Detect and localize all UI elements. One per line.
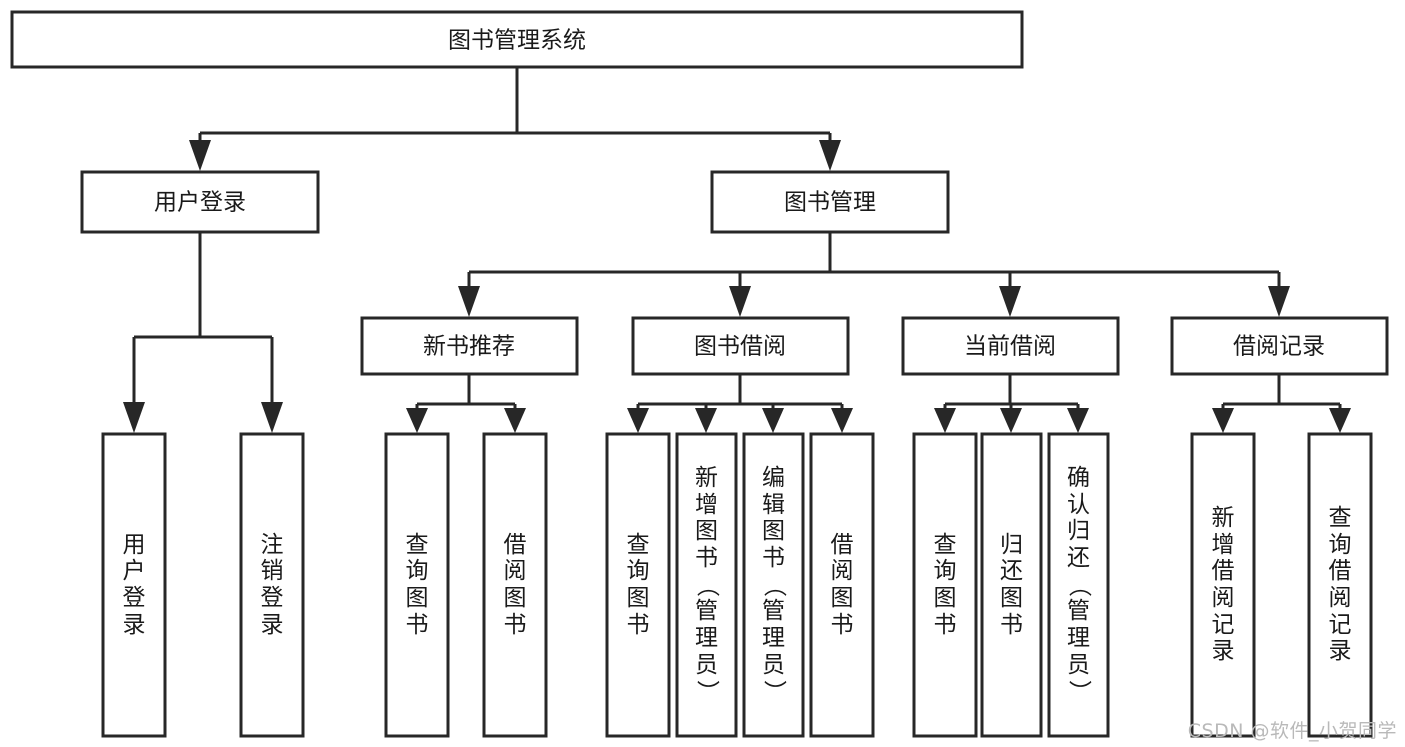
arrow-to-leaf-add-borrow-record <box>1212 408 1234 433</box>
leaf-logout-login-box[interactable] <box>239 432 305 738</box>
connector-borrow-records-to-leaves <box>1212 374 1351 433</box>
node-borrow-records[interactable]: 借阅记录 <box>1170 316 1389 376</box>
node-book-borrow[interactable]: 图书借阅 <box>631 316 850 376</box>
csdn-watermark: CSDN @软件_小贺同学 <box>1187 720 1397 742</box>
new-book-recommend-label: 新书推荐 <box>423 334 515 360</box>
arrow-to-leaf-query-book-recommend <box>406 408 428 433</box>
book-borrow-label: 图书借阅 <box>694 334 786 360</box>
book-management-label: 图书管理 <box>784 190 876 216</box>
node-book-management[interactable]: 图书管理 <box>710 170 950 234</box>
leaf-query-book-borrow-box[interactable] <box>605 432 671 738</box>
arrow-to-current-borrow <box>999 286 1021 317</box>
book-management-box <box>710 170 950 234</box>
current-borrow-label: 当前借阅 <box>964 334 1056 360</box>
arrow-to-new-book-recommend <box>458 286 480 317</box>
arrow-to-leaf-return-book <box>1000 408 1022 433</box>
arrow-to-borrow-records <box>1268 286 1290 317</box>
arrow-to-leaf-edit-book-admin <box>762 408 784 433</box>
arrow-to-leaf-user-login <box>123 402 145 433</box>
node-new-book-recommend[interactable]: 新书推荐 <box>360 316 579 376</box>
connector-root-to-level2 <box>189 67 841 171</box>
borrow-records-label: 借阅记录 <box>1233 334 1325 360</box>
leaf-borrow-book-box[interactable] <box>809 432 875 738</box>
leaf-query-book-recommend-box[interactable] <box>384 432 450 738</box>
leaf-user-login-box[interactable] <box>101 432 167 738</box>
connector-current-borrow-to-leaves <box>934 374 1089 433</box>
leaf-query-book-current-box[interactable] <box>912 432 978 738</box>
leaf-add-borrow-record-box[interactable] <box>1190 432 1256 738</box>
leaf-query-borrow-record-box[interactable] <box>1307 432 1373 738</box>
node-root[interactable]: 图书管理系统 <box>10 10 1024 69</box>
borrow-records-box <box>1170 316 1389 376</box>
user-login-label: 用户登录 <box>154 190 246 216</box>
arrow-to-leaf-logout-login <box>261 402 283 433</box>
leaf-boxes-group <box>101 432 1373 738</box>
arrow-to-leaf-query-book-current <box>934 408 956 433</box>
leaf-confirm-return-admin-box[interactable] <box>1047 432 1110 738</box>
arrow-to-leaf-borrow-book <box>831 408 853 433</box>
connector-new-book-recommend-to-leaves <box>406 374 526 433</box>
leaf-return-book-box[interactable] <box>980 432 1043 738</box>
current-borrow-box <box>901 316 1120 376</box>
arrow-to-book-management <box>819 140 841 171</box>
root-label: 图书管理系统 <box>448 28 586 54</box>
connector-book-borrow-to-leaves <box>627 374 853 433</box>
root-box <box>10 10 1024 69</box>
arrow-to-leaf-query-borrow-record <box>1329 408 1351 433</box>
leaf-edit-book-admin-box[interactable] <box>742 432 805 738</box>
book-borrow-box <box>631 316 850 376</box>
arrow-to-book-borrow <box>729 286 751 317</box>
connector-user-login-to-leaves <box>123 232 283 433</box>
arrow-to-leaf-add-book-admin <box>695 408 717 433</box>
node-user-login[interactable]: 用户登录 <box>80 170 320 234</box>
arrow-to-leaf-confirm-return-admin <box>1067 408 1089 433</box>
leaf-add-book-admin-box[interactable] <box>675 432 738 738</box>
arrow-to-leaf-borrow-book-recommend <box>504 408 526 433</box>
arrow-to-leaf-query-book-borrow <box>627 408 649 433</box>
leaf-borrow-book-recommend-box[interactable] <box>482 432 548 738</box>
arrow-to-user-login <box>189 140 211 171</box>
node-current-borrow[interactable]: 当前借阅 <box>901 316 1120 376</box>
connector-book-management-to-level3 <box>458 232 1290 317</box>
new-book-recommend-box <box>360 316 579 376</box>
